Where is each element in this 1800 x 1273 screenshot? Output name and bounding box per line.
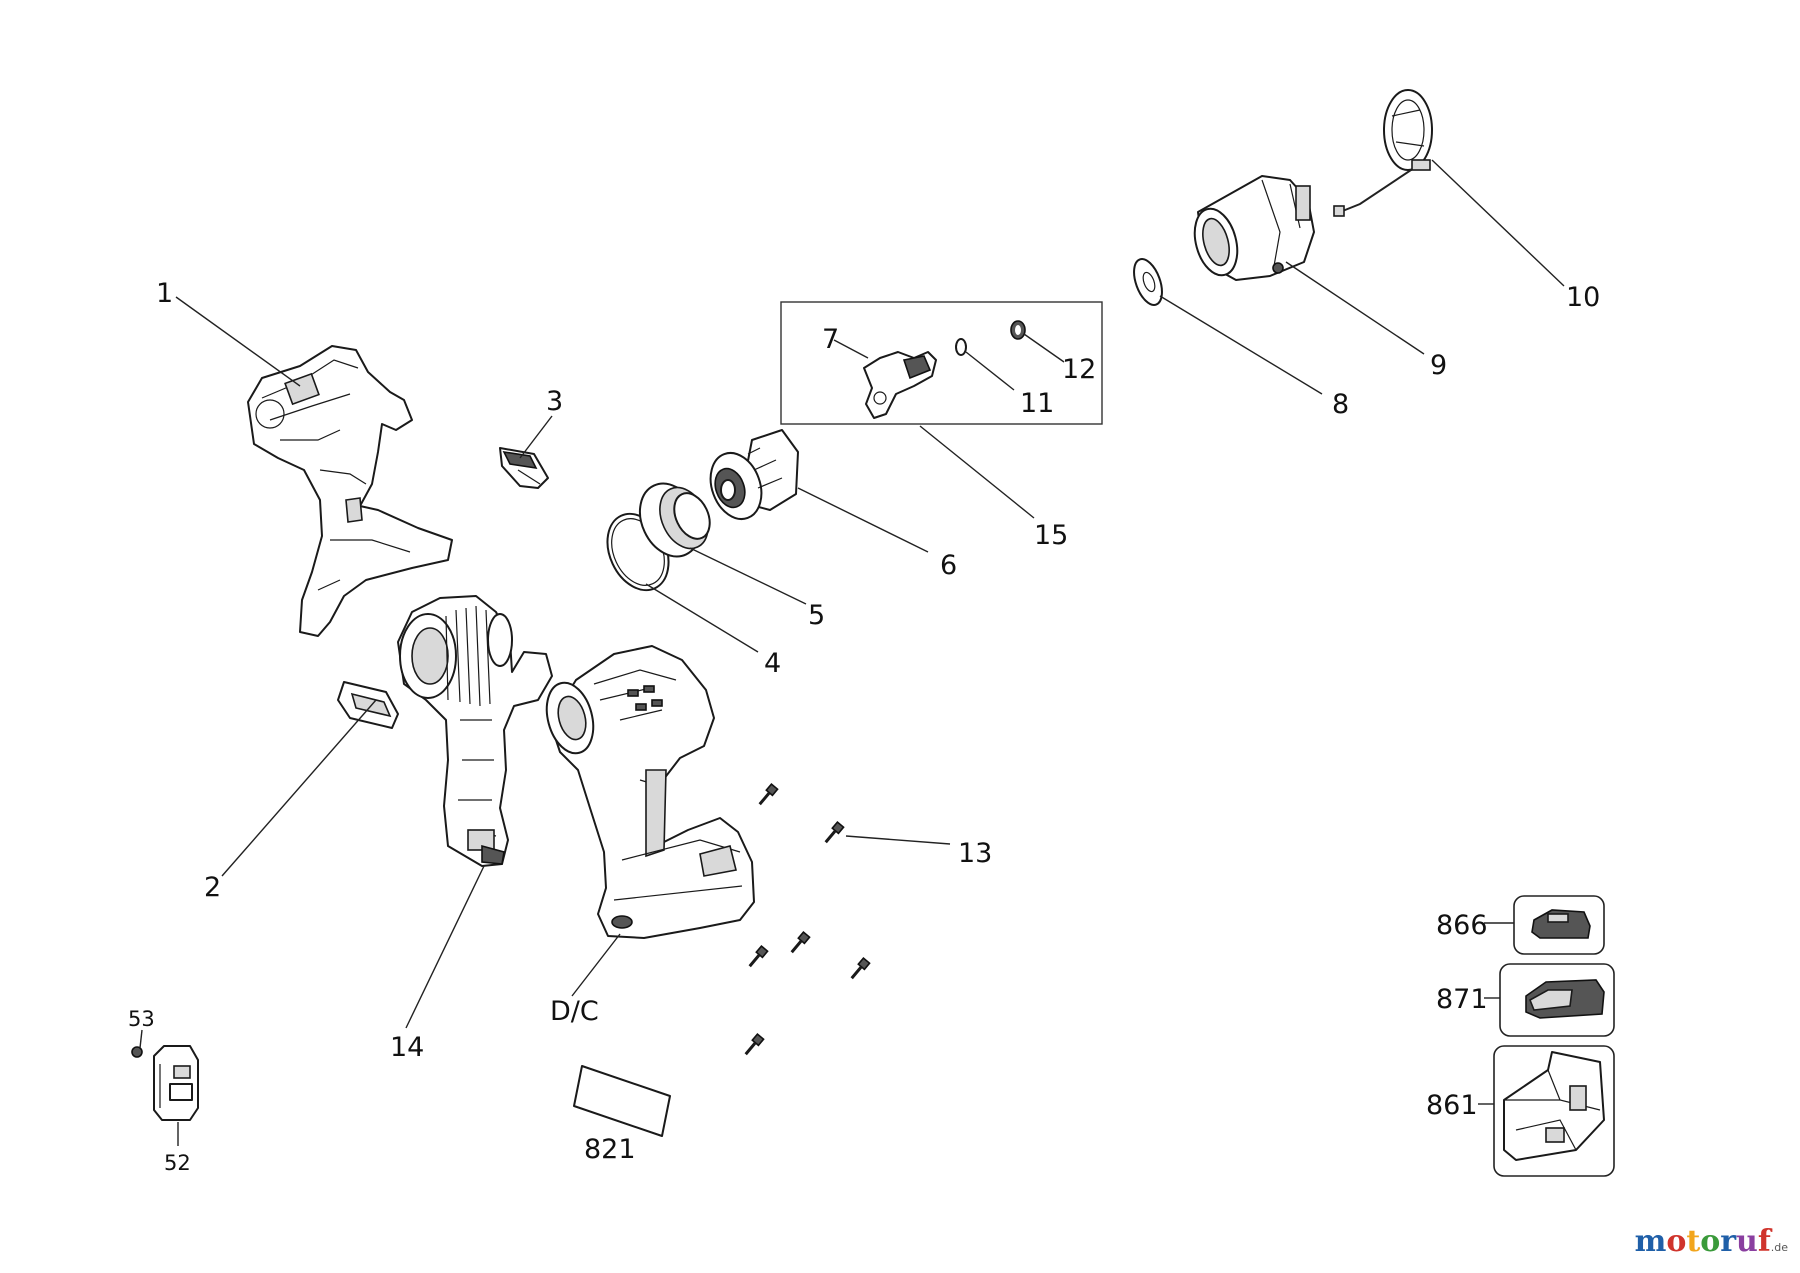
screw <box>824 820 845 844</box>
part-10-led-ring <box>1333 89 1433 217</box>
label-part-9: 9 <box>1430 350 1447 381</box>
label-part-11: 11 <box>1020 388 1054 419</box>
label-part-8: 8 <box>1332 389 1349 420</box>
part-dc-main-housing <box>545 645 755 939</box>
label-part-12: 12 <box>1062 354 1096 385</box>
part-11-washer <box>955 338 967 356</box>
watermark-letter: f <box>1757 1224 1771 1259</box>
part-5-ring-gear <box>638 482 711 558</box>
label-part-13: 13 <box>958 838 992 869</box>
accessory-866-battery <box>1513 895 1605 955</box>
label-part-1: 1 <box>156 278 173 309</box>
label-part-52: 52 <box>164 1151 191 1175</box>
assembly-15-box <box>780 301 1103 425</box>
part-53-screw <box>131 1046 143 1058</box>
label-part-871: 871 <box>1436 984 1488 1015</box>
screw <box>744 1032 765 1056</box>
accessory-861-case <box>1493 1045 1615 1177</box>
screw <box>790 930 811 954</box>
part-3-clip <box>499 447 549 489</box>
label-part-861: 861 <box>1426 1090 1478 1121</box>
watermark-letter: m <box>1634 1224 1667 1259</box>
leader-lines <box>139 159 1565 1146</box>
part-12-spring-ring <box>1010 320 1026 340</box>
label-part-4: 4 <box>764 648 781 679</box>
accessory-871-charger <box>1499 963 1615 1037</box>
label-part-10: 10 <box>1566 282 1600 313</box>
screw <box>850 956 871 980</box>
part-821-label <box>573 1065 671 1137</box>
label-part-3: 3 <box>546 386 563 417</box>
watermark-letter: t <box>1686 1224 1701 1259</box>
label-part-821: 821 <box>584 1134 636 1165</box>
part-6-hammer-assembly <box>709 429 799 520</box>
label-part-15: 15 <box>1034 520 1068 551</box>
label-part-7: 7 <box>822 324 839 355</box>
part-1-housing-half <box>247 345 453 637</box>
watermark-letter: o <box>1666 1224 1687 1259</box>
watermark-text: motoruf <box>1635 1224 1771 1259</box>
label-part-5: 5 <box>808 600 825 631</box>
part-8-washer <box>1133 258 1163 306</box>
part-7-anvil <box>863 351 937 419</box>
label-dc: D/C <box>550 996 599 1027</box>
watermark-letter: o <box>1700 1224 1721 1259</box>
screws-13 <box>744 782 871 1056</box>
label-part-53: 53 <box>128 1007 155 1031</box>
label-part-14: 14 <box>390 1032 424 1063</box>
screw <box>758 782 779 806</box>
watermark-letter: u <box>1736 1224 1758 1259</box>
screw <box>748 944 769 968</box>
label-part-6: 6 <box>940 550 957 581</box>
watermark-suffix: .de <box>1770 1241 1788 1254</box>
part-52-belt-clip <box>153 1045 199 1121</box>
part-9-front-housing <box>1193 175 1315 281</box>
watermark-letter: r <box>1720 1224 1737 1259</box>
label-part-866: 866 <box>1436 910 1488 941</box>
part-14-motor-assembly <box>397 595 553 867</box>
part-2-switch-plate <box>337 681 399 729</box>
watermark-logo: motoruf.de <box>1635 1224 1788 1259</box>
label-part-2: 2 <box>204 872 221 903</box>
